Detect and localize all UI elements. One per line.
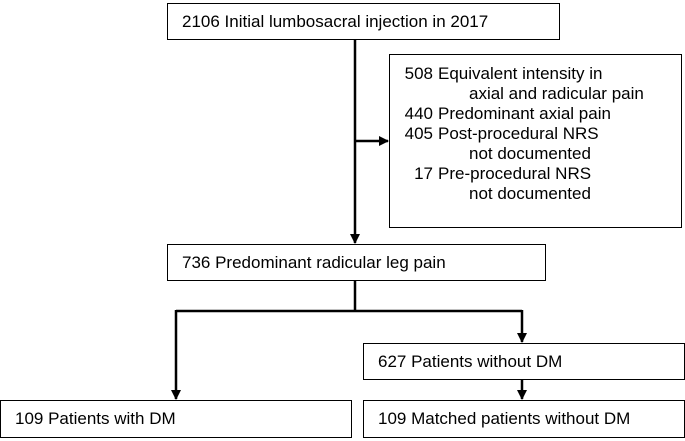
- with-dm-label: 109 Patients with DM: [15, 409, 176, 428]
- matched-without-dm-label: 109 Matched patients without DM: [378, 409, 631, 428]
- excluded-count: 508: [404, 64, 433, 83]
- initial-injection-label: 2106 Initial lumbosacral injection in 20…: [182, 11, 489, 31]
- initial-injection-box: 2106 Initial lumbosacral injection in 20…: [167, 3, 560, 40]
- excluded-label-line1: Pre-procedural NRS: [438, 164, 592, 183]
- excluded-label-line2: not documented: [469, 144, 591, 163]
- excluded-label-line1: Post-procedural NRS: [438, 124, 599, 143]
- excluded-label-line1: Equivalent intensity in: [438, 64, 603, 83]
- excluded-item-equivalent-intensity: 508 Equivalent intensity in axial and ra…: [390, 64, 681, 104]
- with-dm-box: 109 Patients with DM: [0, 400, 352, 438]
- matched-without-dm-box: 109 Matched patients without DM: [363, 400, 685, 438]
- excluded-label-line1: Predominant axial pain: [438, 104, 611, 123]
- radicular-pain-label: 736 Predominant radicular leg pain: [182, 252, 446, 272]
- excluded-label-line2: axial and radicular pain: [469, 84, 644, 103]
- excluded-item-pre-nrs: 17 Pre-procedural NRS not documented: [390, 164, 681, 204]
- without-dm-label: 627 Patients without DM: [378, 351, 563, 371]
- excluded-box: 508 Equivalent intensity in axial and ra…: [389, 54, 682, 228]
- excluded-count: 17: [414, 164, 433, 183]
- radicular-pain-box: 736 Predominant radicular leg pain: [167, 244, 546, 281]
- excluded-item-axial-pain: 440 Predominant axial pain: [390, 104, 681, 124]
- excluded-label-line2: not documented: [469, 184, 591, 203]
- excluded-count: 405: [404, 124, 433, 143]
- without-dm-box: 627 Patients without DM: [363, 343, 685, 380]
- excluded-count: 440: [404, 104, 433, 123]
- excluded-item-post-nrs: 405 Post-procedural NRS not documented: [390, 124, 681, 164]
